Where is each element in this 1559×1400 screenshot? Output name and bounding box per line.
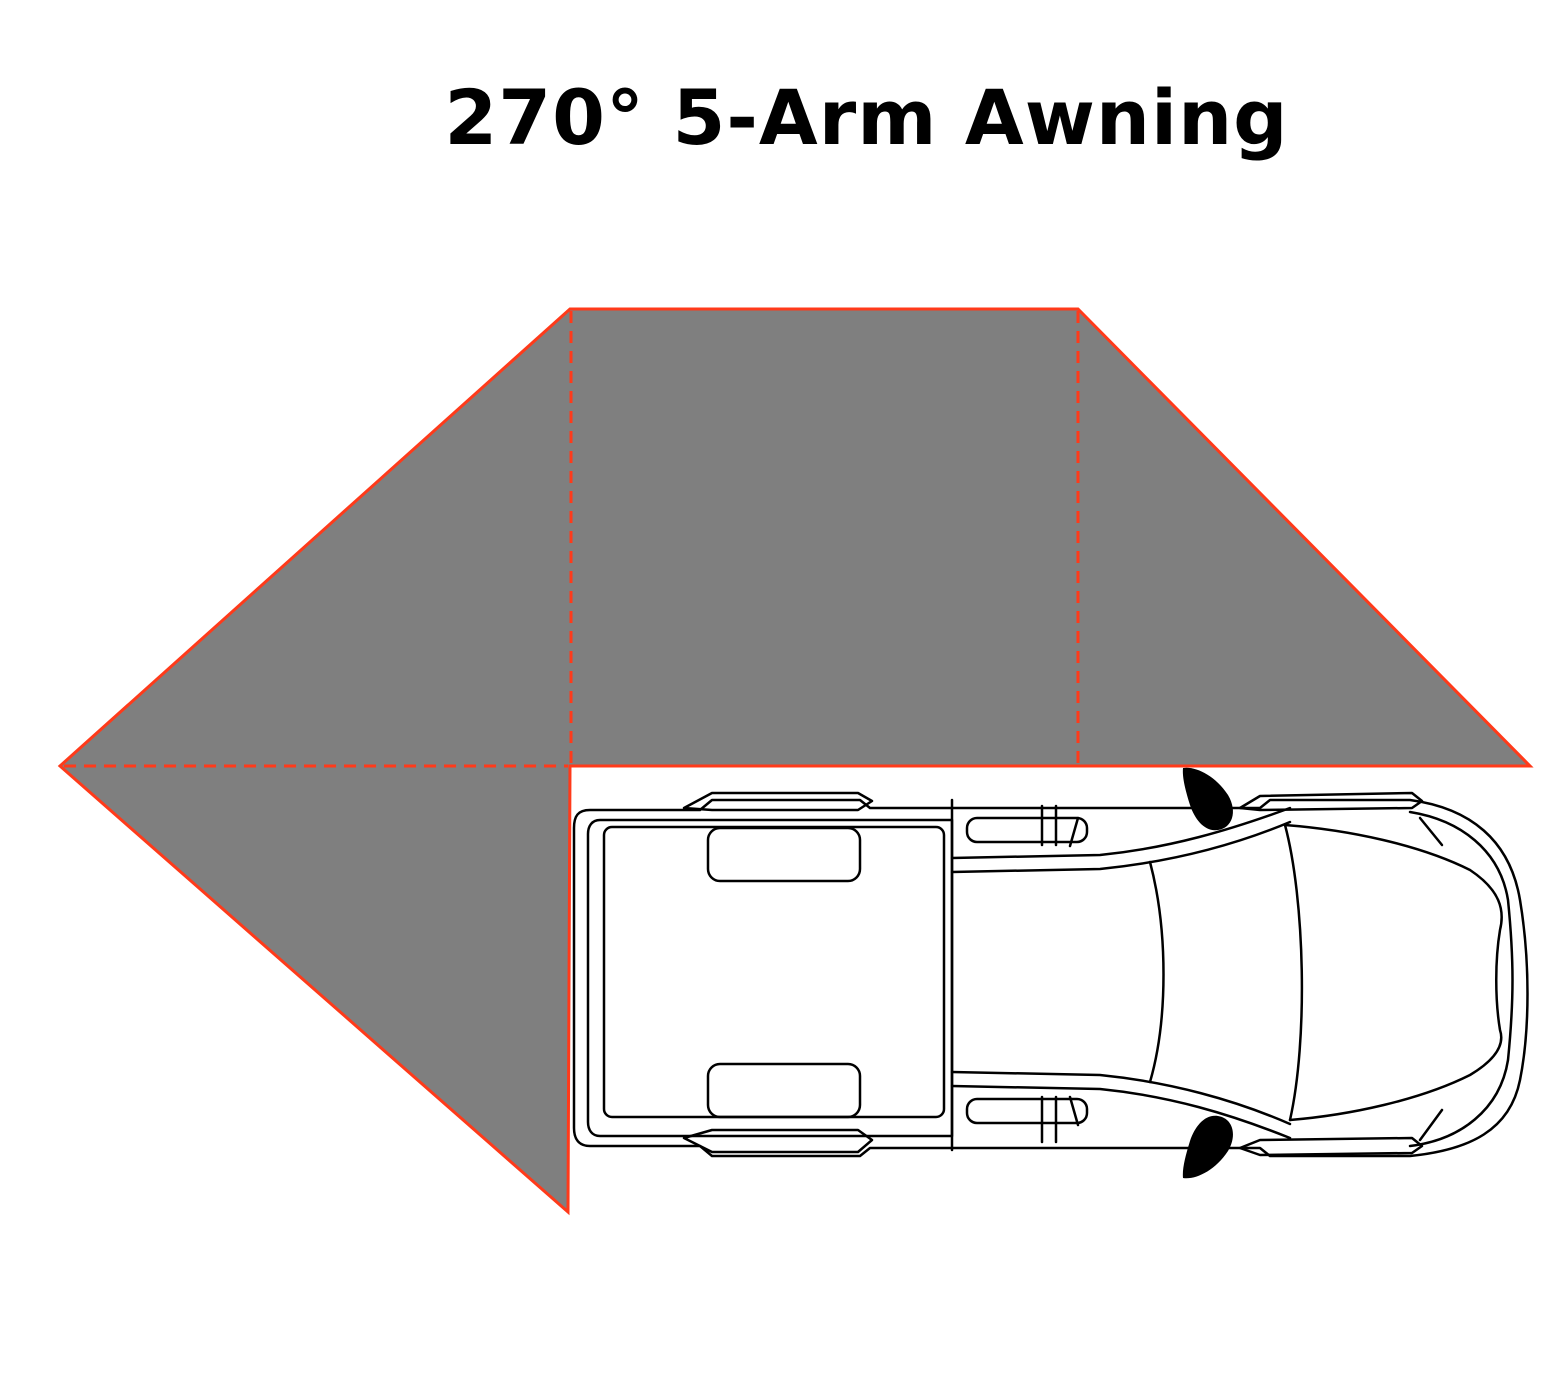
cab-roof-rear [1148, 860, 1165, 1084]
awning-fabric [57, 307, 1534, 1216]
windshield-rear-edge [1283, 823, 1304, 1122]
wheel-well-lower [706, 1062, 862, 1119]
a-pillar-upper [1068, 816, 1080, 848]
rear-fender-lower [682, 1128, 874, 1154]
truck-body-outline [572, 798, 1529, 1158]
diagram-title: 270° 5-Arm Awning [444, 73, 1289, 162]
pickup-truck-top-view-icon [572, 791, 1529, 1158]
hood-crease-lower [1418, 1108, 1444, 1142]
wheel-well-upper [706, 826, 862, 883]
front-fender-lower [1238, 1136, 1424, 1157]
cab-side-rail-lower [950, 1084, 1292, 1140]
cab-side-rail-lower-inner [950, 1070, 1292, 1126]
a-pillar-lower [1068, 1095, 1080, 1127]
hood-crease-upper [1418, 816, 1444, 847]
door-handle-upper [965, 816, 1089, 844]
rear-fender-upper [682, 791, 874, 812]
mirror-lower [1182, 1115, 1233, 1179]
mirror-upper [1182, 767, 1233, 831]
awning-canopy [57, 307, 1534, 1216]
truck-bed-rail [586, 818, 954, 1138]
side-mirror-icon [1182, 767, 1233, 1179]
windshield-outline [1283, 823, 1503, 1122]
door-handle-lower [965, 1097, 1089, 1125]
truck-bed-floor [602, 825, 946, 1119]
hood-outline [1408, 810, 1514, 1148]
cab-side-rail-upper-inner [950, 820, 1292, 874]
front-fender-upper [1238, 791, 1424, 812]
cab-side-rail-upper [950, 806, 1292, 860]
